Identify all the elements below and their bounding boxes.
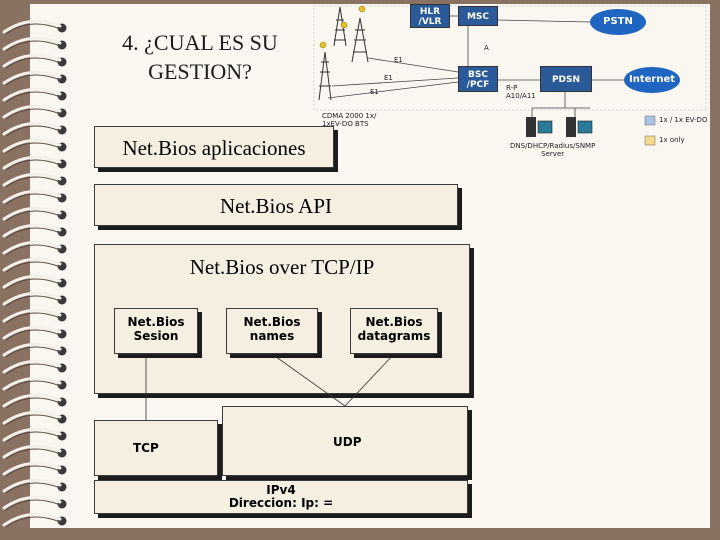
slide-title: 4. ¿CUAL ES SU GESTION? xyxy=(100,28,300,86)
antenna-icons xyxy=(319,5,366,49)
ipv4-box: IPv4 Direccion: Ip: = xyxy=(94,480,468,514)
binding-ring xyxy=(2,444,67,460)
binding-ring xyxy=(2,36,67,52)
bts-label: CDMA 2000 1x/ 1xEV-DO BTS xyxy=(322,112,377,128)
binding-ring xyxy=(2,427,67,443)
bottom-frame xyxy=(0,528,720,540)
e1-label-top: E1 xyxy=(394,56,403,64)
top-frame xyxy=(0,0,720,4)
binding-ring xyxy=(2,240,67,256)
binding-ring xyxy=(2,138,67,154)
internet-cloud: Internet xyxy=(628,74,675,85)
e1-label-bottom: E1 xyxy=(370,88,379,96)
binding-ring xyxy=(2,410,67,426)
title-line-1: 4. ¿CUAL ES SU xyxy=(122,30,278,55)
binding-ring xyxy=(2,461,67,477)
binding-ring xyxy=(2,308,67,324)
binding-ring xyxy=(2,325,67,341)
network-links xyxy=(313,5,707,146)
rp-interface-label: R-P A10/A11 xyxy=(506,84,536,100)
network-diagram: HLR /VLR MSC PSTN BSC /PCF PDSN Internet… xyxy=(300,0,710,170)
pstn-cloud-shape xyxy=(590,9,646,35)
binding-ring xyxy=(2,155,67,171)
e1-label-mid: E1 xyxy=(384,74,393,82)
legend-blue-label: 1x / 1x EV-DO xyxy=(659,116,708,124)
netbios-api-box: Net.Bios API xyxy=(94,184,458,226)
right-frame xyxy=(710,0,720,540)
netbios-names-box: Net.Bios names xyxy=(226,308,318,354)
bsc-pcf-node: BSC /PCF xyxy=(458,66,498,92)
pdsn-node: PDSN xyxy=(540,66,592,92)
binding-ring xyxy=(2,342,67,358)
binding-ring xyxy=(2,495,67,511)
hlr-vlr-node: HLR /VLR xyxy=(410,4,450,28)
binding-ring xyxy=(2,104,67,120)
binding-ring xyxy=(2,70,67,86)
a-interface-label: A xyxy=(484,44,489,52)
binding-ring xyxy=(2,19,67,35)
title-line-2: GESTION? xyxy=(148,59,252,84)
udp-box: UDP xyxy=(222,406,468,476)
binding-ring xyxy=(2,257,67,273)
binding-ring xyxy=(2,172,67,188)
binding-ring xyxy=(2,206,67,222)
netbios-applications-box: Net.Bios aplicaciones xyxy=(94,126,334,168)
binding-ring xyxy=(2,87,67,103)
binding-ring xyxy=(2,223,67,239)
binding-ring xyxy=(2,291,67,307)
binding-ring xyxy=(2,274,67,290)
binding-ring xyxy=(2,376,67,392)
pstn-cloud: PSTN xyxy=(603,16,633,27)
tcp-box: TCP xyxy=(94,420,218,476)
binding-ring xyxy=(2,189,67,205)
server-icons xyxy=(526,117,593,137)
binding-ring xyxy=(2,53,67,69)
binding-ring xyxy=(2,121,67,137)
servers-label: DNS/DHCP/Radius/SNMP Server xyxy=(510,142,596,158)
netbios-sesion-box: Net.Bios Sesion xyxy=(114,308,198,354)
binding-ring xyxy=(2,359,67,375)
netbios-datagrams-box: Net.Bios datagrams xyxy=(350,308,438,354)
bts-towers xyxy=(318,6,369,101)
spiral-binding-rings xyxy=(0,0,67,540)
internet-cloud-shape xyxy=(624,67,680,93)
legend-yellow-label: 1x only xyxy=(659,136,685,144)
binding-ring xyxy=(2,393,67,409)
binding-ring xyxy=(2,512,67,528)
msc-node: MSC xyxy=(458,6,498,26)
binding-ring xyxy=(2,478,67,494)
